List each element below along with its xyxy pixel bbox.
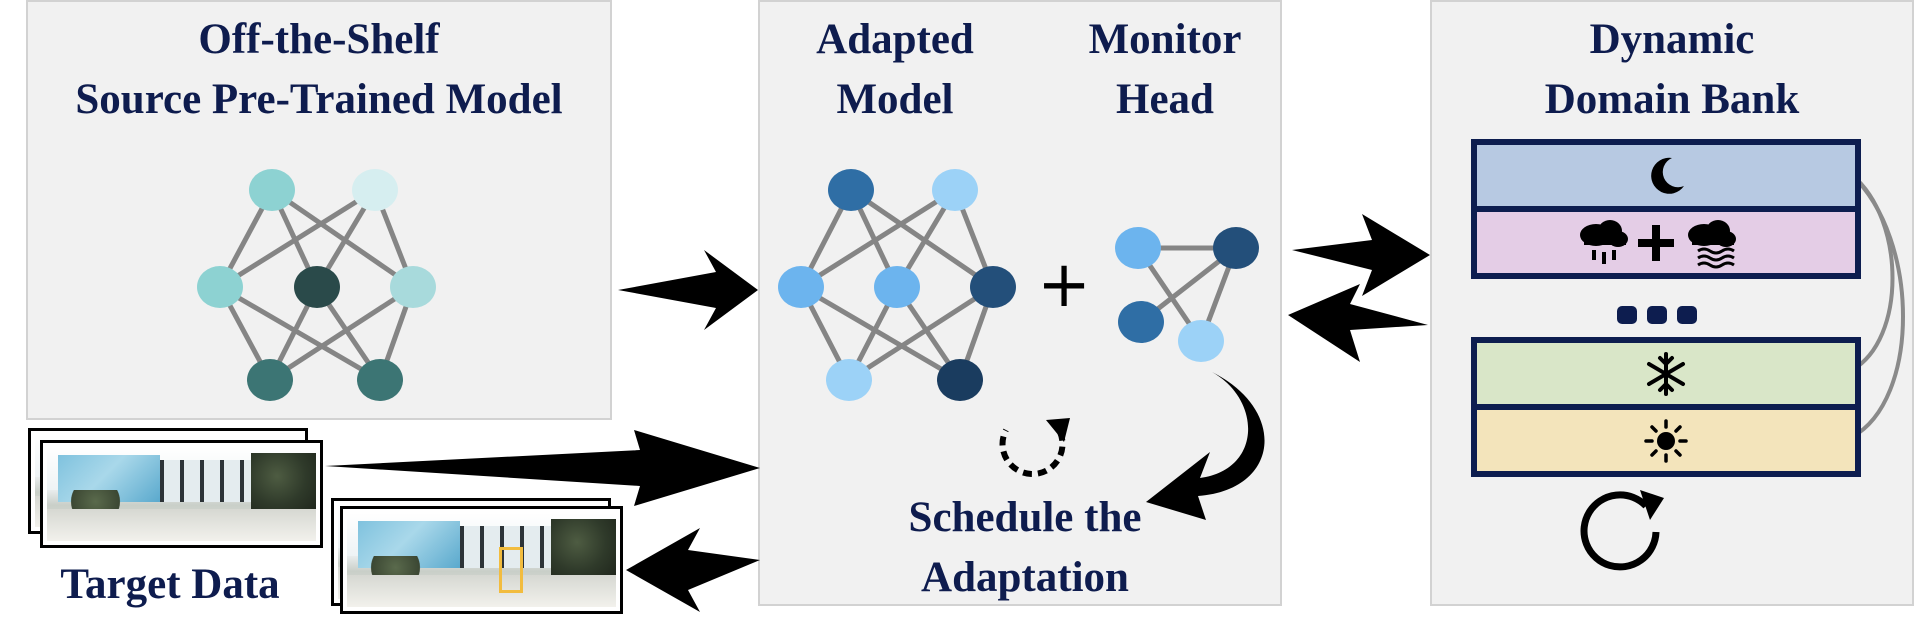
network-node <box>357 359 403 401</box>
monitor-node <box>1115 227 1161 269</box>
network-node <box>390 266 436 308</box>
sun-icon <box>1644 418 1688 463</box>
arrow-right <box>618 250 758 330</box>
domain-row-rain-fog[interactable] <box>1477 212 1855 273</box>
arrow-right <box>325 430 760 506</box>
arrow-left <box>626 528 760 612</box>
network-node <box>247 359 293 401</box>
arrow-left <box>1288 284 1428 362</box>
target-data-label: Target Data <box>60 561 280 608</box>
rain-plus-fog-icon <box>1580 219 1736 268</box>
target-frame-front <box>40 440 323 548</box>
network-node <box>197 266 243 308</box>
network-node <box>826 359 872 401</box>
domain-row-night[interactable] <box>1477 145 1855 206</box>
schedule-label: Schedule the Adaptation <box>908 494 1142 601</box>
network-node <box>828 169 874 211</box>
monitor-node <box>1213 227 1259 269</box>
network-node <box>937 359 983 401</box>
curved-arrow <box>1146 372 1265 520</box>
domain-bank-group-top <box>1471 139 1861 279</box>
refresh-dashed-icon <box>999 428 1066 478</box>
moon-icon <box>1651 157 1684 194</box>
adapted-model-title: Adapted Model <box>816 16 974 123</box>
monitor-head-title: Monitor Head <box>1088 16 1242 123</box>
source-model-title: Off-the-Shelf Source Pre-Trained Model <box>75 16 563 123</box>
refresh-icon <box>1580 491 1660 571</box>
monitor-node <box>1118 301 1164 343</box>
domain-row-snow[interactable] <box>1477 343 1855 404</box>
domain-bank-panel <box>1430 0 1914 606</box>
domain-bank-group-bottom <box>1471 337 1861 477</box>
network-node <box>874 266 920 308</box>
network-node <box>294 266 340 308</box>
snowflake-icon <box>1647 351 1685 396</box>
output-frame-front <box>340 506 623 614</box>
network-node <box>249 169 295 211</box>
network-node <box>970 266 1016 308</box>
monitor-node <box>1178 320 1224 362</box>
detection-box <box>499 547 523 593</box>
domain-row-sun[interactable] <box>1477 410 1855 471</box>
domain-bank-title: Dynamic Domain Bank <box>1544 16 1800 123</box>
network-node <box>932 169 978 211</box>
network-node <box>778 266 824 308</box>
plus-sign: + <box>1037 248 1091 322</box>
arrow-right <box>1292 214 1430 296</box>
network-node <box>352 169 398 211</box>
